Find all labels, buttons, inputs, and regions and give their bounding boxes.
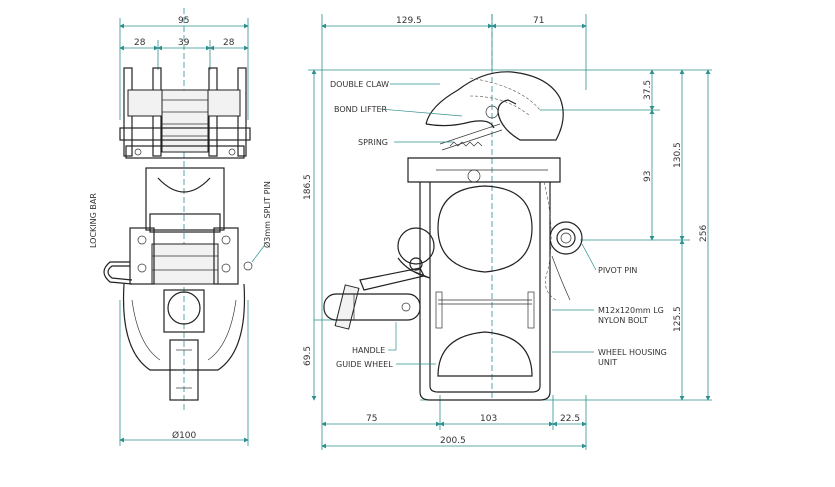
front-top-dimensions: [119, 8, 249, 410]
label-housing-line2: UNIT: [598, 358, 617, 367]
label-guide-wheel: GUIDE WHEEL: [336, 360, 393, 369]
dim-handle-height: 69.5: [303, 346, 313, 366]
dim-overall-length: 200.5: [440, 436, 466, 446]
dim-claw-height: 37.5: [643, 80, 653, 100]
label-bolt-line2: NYLON BOLT: [598, 316, 648, 325]
dim-overall-height: 256: [699, 225, 709, 242]
front-wheel: [122, 283, 246, 401]
dim-upper-height: 130.5: [673, 142, 683, 168]
dim-left-height: 186.5: [303, 174, 313, 200]
side-view: 129.5 71 37.5 93 130.5 125.5 256 186.5 6…: [303, 14, 712, 450]
front-body: [129, 167, 239, 285]
label-double-claw: DOUBLE CLAW: [330, 80, 389, 89]
dim-side-top-left: 129.5: [396, 16, 422, 26]
pivot-pin: [549, 221, 583, 301]
handle: [323, 227, 435, 330]
label-housing-line1: WHEEL HOUSING: [598, 348, 667, 357]
label-locking-bar: LOCKING BAR: [89, 193, 98, 248]
dim-side-top-right: 71: [533, 16, 544, 26]
label-spring: SPRING: [358, 138, 388, 147]
label-handle: HANDLE: [352, 346, 385, 355]
split-pin: [243, 245, 265, 271]
dim-front-center-width: 39: [178, 38, 190, 48]
dim-front-right-width: 28: [223, 38, 235, 48]
front-claws: [119, 67, 251, 159]
dim-lower-height: 125.5: [673, 306, 683, 332]
dim-front-overall-width: 95: [178, 16, 189, 26]
dim-bottom-left: 75: [366, 414, 377, 424]
front-bottom-dimension: [119, 300, 249, 446]
dim-front-left-width: 28: [134, 38, 146, 48]
dim-bottom-center: 103: [480, 414, 497, 424]
dim-wheel-diameter: Ø100: [172, 430, 197, 441]
dim-bottom-right: 22.5: [560, 414, 580, 424]
side-leaders: [379, 83, 597, 365]
guide-wheels: [435, 185, 535, 377]
label-bolt-line1: M12x120mm LG: [598, 306, 664, 315]
label-split-pin: Ø3mm SPLIT PIN: [262, 181, 272, 248]
spring: [439, 123, 503, 151]
front-view: 95 28 39 28: [89, 8, 272, 446]
label-bond-lifter: BOND LIFTER: [334, 105, 388, 114]
locking-bar: [103, 261, 133, 285]
double-claw: [425, 71, 564, 141]
label-pivot-pin: PIVOT PIN: [598, 266, 637, 275]
dim-to-pivot: 93: [643, 171, 653, 182]
wheel-housing: [407, 157, 561, 401]
